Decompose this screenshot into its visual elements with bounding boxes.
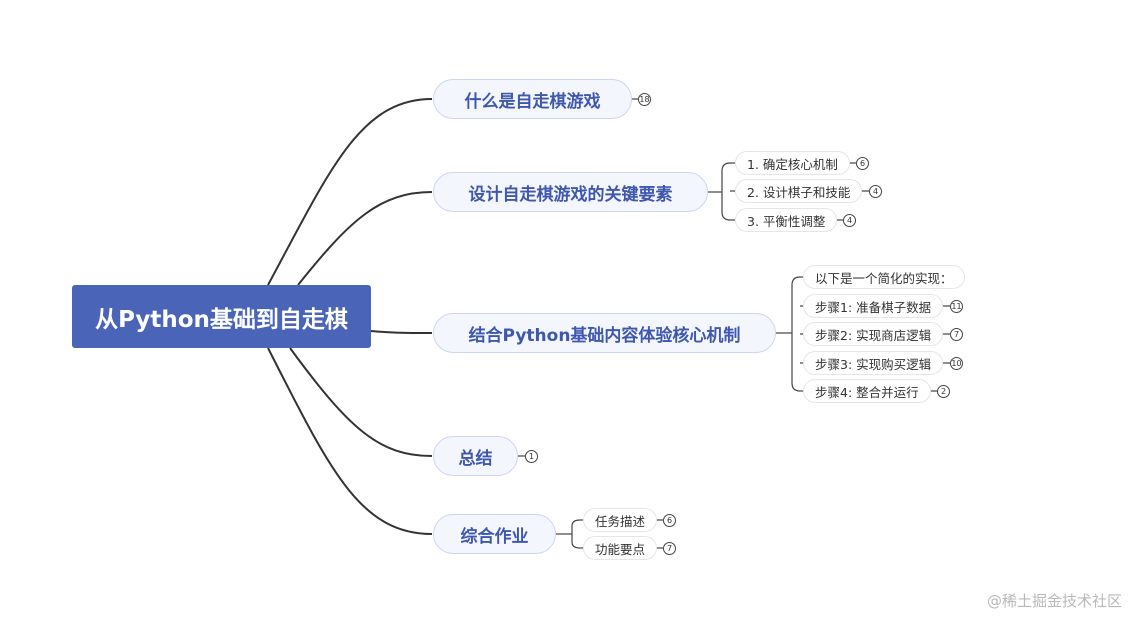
topic-1-count-badge[interactable]: 18: [638, 93, 651, 106]
subtopic-core-mechanism[interactable]: 1. 确定核心机制: [735, 151, 850, 175]
topic-summary[interactable]: 总结: [433, 436, 518, 476]
subtopic-step-4[interactable]: 步骤4: 整合并运行: [803, 379, 931, 403]
topic-assignment[interactable]: 综合作业: [433, 514, 556, 554]
subtopic-task-description[interactable]: 任务描述: [583, 508, 658, 532]
subtopic-balance-tuning[interactable]: 3. 平衡性调整: [735, 208, 838, 232]
topic-summary-count-badge[interactable]: 1: [525, 450, 538, 463]
subtopic-step-3-count-badge[interactable]: 10: [950, 357, 963, 370]
subtopic-core-mechanism-count-badge[interactable]: 6: [856, 157, 869, 170]
subtopic-pieces-and-skills[interactable]: 2. 设计棋子和技能: [735, 179, 863, 203]
link-root-topic-5: [267, 347, 433, 535]
subtopic-step-1-count-badge[interactable]: 11: [950, 300, 963, 313]
subtopic-task-description-count-badge[interactable]: 6: [663, 514, 676, 527]
link-root-topic-1: [267, 98, 433, 286]
watermark: @稀土掘金技术社区: [986, 592, 1122, 610]
subtopic-simplified-implementation[interactable]: 以下是一个简化的实现：: [803, 265, 965, 289]
subtopic-feature-points-count-badge[interactable]: 7: [663, 542, 676, 555]
topic-what-is-auto-chess[interactable]: 什么是自走棋游戏: [433, 79, 632, 119]
link-root-topic-2: [297, 191, 433, 286]
topic-python-core-mechanism[interactable]: 结合Python基础内容体验核心机制: [433, 313, 776, 353]
link-root-topic-3: [370, 330, 433, 334]
subtopic-balance-tuning-count-badge[interactable]: 4: [843, 214, 856, 227]
subtopic-step-4-count-badge[interactable]: 2: [937, 385, 950, 398]
topic-design-key-elements[interactable]: 设计自走棋游戏的关键要素: [433, 172, 708, 212]
subtopic-feature-points[interactable]: 功能要点: [583, 536, 658, 560]
subtopic-step-3[interactable]: 步骤3: 实现购买逻辑: [803, 351, 944, 375]
subtopic-step-1[interactable]: 步骤1: 准备棋子数据: [803, 294, 944, 318]
subtopic-pieces-and-skills-count-badge[interactable]: 4: [869, 185, 882, 198]
link-root-topic-4: [289, 347, 433, 457]
subtopic-step-2-count-badge[interactable]: 7: [950, 328, 963, 341]
root-topic[interactable]: 从Python基础到自走棋: [72, 285, 371, 348]
subtopic-step-2[interactable]: 步骤2: 实现商店逻辑: [803, 322, 944, 346]
